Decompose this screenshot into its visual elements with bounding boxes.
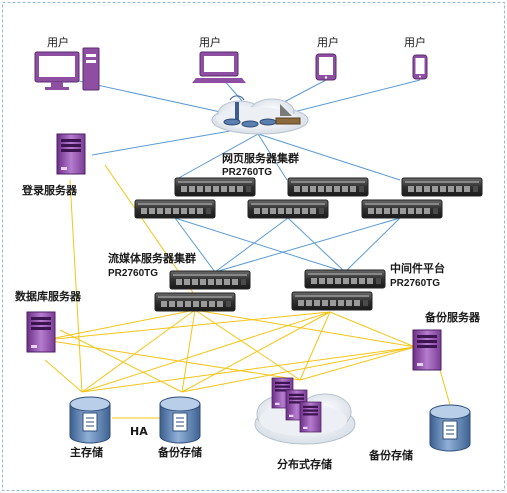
login-server-label: 登录服务器 bbox=[21, 183, 78, 197]
phone-icon bbox=[412, 54, 428, 80]
rack-server-icon bbox=[154, 292, 236, 312]
desktop-computer-icon bbox=[34, 47, 100, 91]
ha-label: HA bbox=[130, 425, 148, 438]
user-label-4: 用户 bbox=[404, 35, 426, 49]
backup-storage-cylinder-icon-2 bbox=[429, 404, 471, 452]
rack-server-icon bbox=[134, 199, 216, 219]
distributed-storage-label: 分布式存储 bbox=[277, 457, 332, 471]
backup-storage-label-1: 备份存储 bbox=[157, 445, 202, 459]
rack-server-icon bbox=[287, 177, 369, 197]
tablet-icon bbox=[315, 53, 337, 81]
stream-cluster-model: PR2760TG bbox=[108, 268, 158, 279]
user-label-3: 用户 bbox=[317, 35, 339, 49]
rack-server-icon bbox=[361, 199, 443, 219]
middleware-model: PR2760TG bbox=[390, 278, 440, 289]
tower-server-icon bbox=[299, 401, 322, 433]
db-server-label: 数据库服务器 bbox=[15, 289, 82, 303]
rack-server-icon bbox=[291, 291, 373, 311]
backup-storage-label-2: 备份存储 bbox=[368, 448, 413, 462]
rack-server-icon bbox=[174, 177, 256, 197]
main-storage-label: 主存储 bbox=[70, 445, 103, 459]
login-server-tower-icon bbox=[56, 133, 86, 175]
rack-server-icon bbox=[401, 177, 483, 197]
backup-server-label: 备份服务器 bbox=[424, 310, 481, 324]
web-cluster-label: 网页服务器集群 bbox=[222, 151, 299, 165]
web-cluster-model: PR2760TG bbox=[222, 167, 272, 178]
main-storage-cylinder-icon bbox=[69, 396, 111, 444]
backup-server-tower-icon bbox=[412, 329, 442, 371]
user-label-1: 用户 bbox=[47, 35, 69, 49]
rack-server-icon bbox=[247, 199, 329, 219]
rack-server-icon bbox=[304, 269, 386, 289]
rack-server-icon bbox=[169, 270, 251, 290]
network-cloud-icon bbox=[211, 95, 309, 135]
laptop-icon bbox=[192, 51, 246, 83]
user-label-2: 用户 bbox=[199, 35, 221, 49]
backup-storage-cylinder-icon bbox=[159, 396, 201, 444]
db-server-tower-icon bbox=[26, 311, 56, 353]
stream-cluster-label: 流媒体服务器集群 bbox=[108, 251, 196, 265]
middleware-label: 中间件平台 bbox=[390, 261, 445, 275]
